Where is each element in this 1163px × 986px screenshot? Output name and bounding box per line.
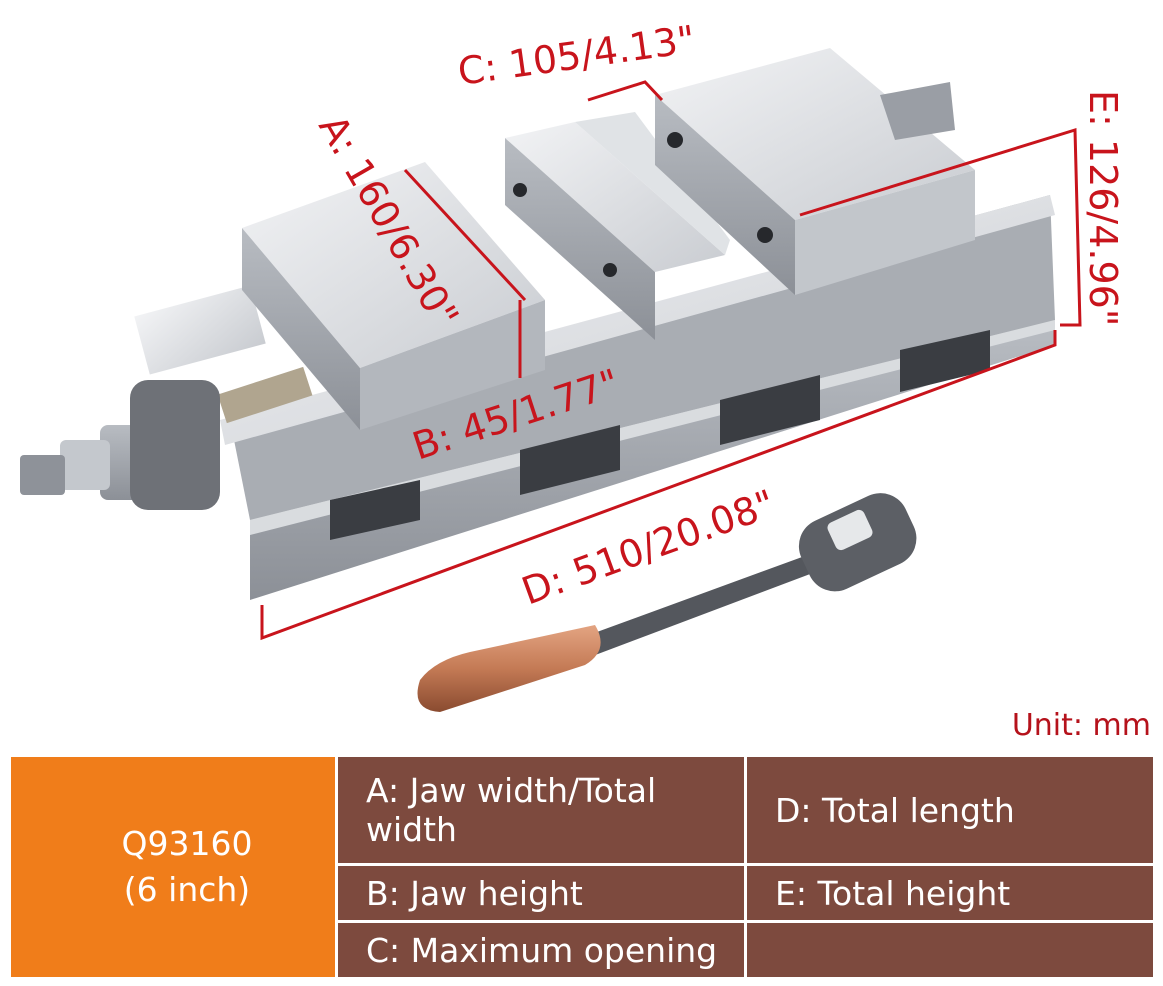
spec-b-cell: B: Jaw height (335, 863, 747, 924)
spec-c-cell: C: Maximum opening (335, 920, 747, 980)
table-row: C: Maximum opening (10, 920, 1156, 980)
middle-jaw (505, 112, 730, 340)
fixed-jaw (242, 162, 545, 430)
vise-handle (417, 493, 917, 712)
model-size: (6 inch) (123, 870, 251, 909)
unit-label: Unit: mm (1011, 708, 1151, 743)
spec-a-cell: A: Jaw width/Total width (335, 753, 747, 867)
spec-e-cell: E: Total height (744, 863, 1156, 924)
spec-table: Q93160 (6 inch) A: Jaw width/Total width… (8, 753, 1156, 980)
table-row: Q93160 (6 inch) A: Jaw width/Total width… (8, 753, 1156, 980)
vise-screw (20, 285, 313, 510)
spec-d-cell: D: Total length (744, 753, 1156, 867)
dimension-e-label: E: 126/4.96" (1081, 90, 1125, 326)
dimension-lines (260, 80, 1082, 641)
movable-jaw (655, 48, 975, 295)
spec-empty-cell (744, 920, 1156, 980)
table-row: B: Jaw height E: Total height (10, 863, 1156, 924)
model-cell: Q93160 (6 inch) (8, 754, 338, 980)
model-number: Q93160 (121, 824, 253, 863)
dimension-c-label: C: 105/4.13" (455, 17, 698, 94)
vise-illustration: C: 105/4.13" A: 160/6.30" B: 45/1.77" D:… (20, 17, 1125, 712)
